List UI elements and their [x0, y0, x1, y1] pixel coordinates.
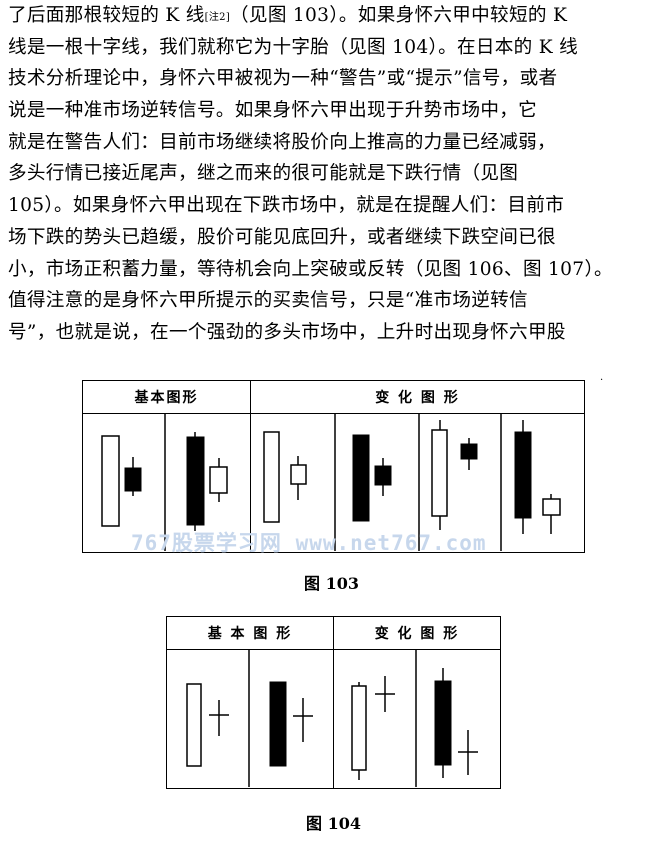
body-paragraph: 了后面那根较短的 K 线[注2]（见图 103）。如果身怀六甲中较短的 K 线是… [8, 0, 660, 349]
fig104-basic-svg [186, 650, 313, 787]
candle-white-short [290, 464, 307, 485]
text-line-5: 就是在警告人们：目前市场继续将股价向上推高的力量已经减弱， [8, 131, 556, 153]
text-line-1: 了后面那根较短的 K 线[注2]（见图 103）。如果身怀六甲中较短的 K [8, 5, 568, 26]
text-line-8: 场下跌的势头已趋缓，股价可能见底回升，或者继续下跌空间已很 [8, 226, 556, 248]
figure-103-caption: 图 103 [304, 574, 359, 593]
candle-black-short [374, 465, 392, 486]
candle-black-long [514, 431, 532, 519]
candle-white-long [263, 431, 280, 523]
text-line-7: 105）。如果身怀六甲出现在下跌市场中，就是在提醒人们：目前市 [8, 195, 565, 217]
stray-dot: . [600, 372, 604, 383]
candle-white-long [351, 685, 367, 771]
fig104-variation-svg [351, 650, 478, 787]
fig104-header-basic: 基 本 图 形 [166, 616, 334, 650]
fig103-variation-cell [250, 413, 585, 553]
fig103-header-basic: 基本图形 [82, 380, 251, 414]
fig103-header-variation: 变 化 图 形 [250, 380, 585, 414]
text-line-3: 技术分析理论中，身怀六甲被视为一种“警告”或“提示”信号，或者 [8, 68, 558, 90]
fig104-variation-cell [333, 649, 501, 789]
fig103-variation-svg [263, 414, 561, 551]
candle-black-long [186, 436, 205, 526]
figure-104-table: 基 本 图 形 变 化 图 形 [166, 616, 501, 789]
text-line-10: 值得注意的是身怀六甲所提示的买卖信号，只是“准市场逆转信 [8, 290, 528, 312]
candle-white-long [101, 435, 120, 527]
fig104-basic-cell [166, 649, 334, 789]
text-line-2: 线是一根十字线，我们就称它为十字胎（见图 104）。在日本的 K 线 [8, 36, 579, 58]
text-line-6: 多头行情已接近尾声，继之而来的很可能就是下跌行情（见图 [8, 163, 519, 185]
candle-white-short [209, 466, 228, 494]
candle-white-long [431, 429, 448, 517]
watermark: 767股票学习网 www.net767.com [131, 531, 487, 555]
candle-black-short [124, 467, 142, 492]
candle-white-long [186, 683, 202, 767]
text-line-11: 号”，也就是说，在一个强劲的多头市场中，上升时出现身怀六甲股 [8, 321, 566, 343]
figure-104-caption: 图 104 [306, 814, 361, 833]
candle-black-short [460, 443, 478, 460]
candle-black-long [269, 681, 287, 767]
candle-white-short [542, 498, 561, 516]
text-line-4: 说是一种准市场逆转信号。如果身怀六甲出现于升势市场中，它 [8, 100, 538, 122]
candle-black-long [352, 434, 370, 522]
text-line-9: 小，市场正积蓄力量，等待机会向上突破或反转（见图 106、图 107）。 [8, 258, 613, 280]
fig104-header-variation: 变 化 图 形 [333, 616, 501, 650]
fig103-basic-svg [101, 414, 228, 551]
figure-103-table: 基本图形 变 化 图 形 [82, 380, 585, 553]
footnote-ref: [注2] [204, 12, 231, 23]
candle-black-long [434, 680, 452, 766]
